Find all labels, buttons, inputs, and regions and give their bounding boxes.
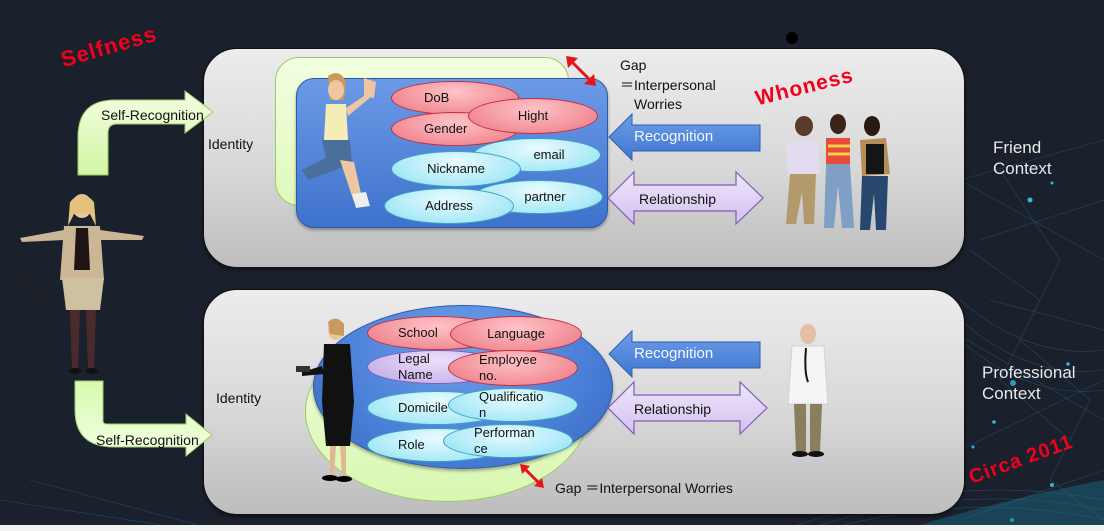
bullet-dot [786, 32, 798, 44]
attribute-oval-address: Address [384, 188, 514, 224]
recognition-arrow-top [608, 112, 761, 162]
professional-person-figure [296, 318, 354, 482]
friend-gap-line3: Worries [634, 96, 682, 112]
self-recognition-arrow-bottom [74, 380, 213, 458]
professional-identity-label: Identity [216, 390, 262, 406]
professional-context-label-line1: Professional [982, 363, 1076, 382]
self-recognition-label-bottom: Self-Recognition [96, 432, 199, 448]
entity-label-en: (Entity) [9, 290, 54, 306]
friends-group-figure [786, 114, 890, 230]
professional-gap-label: Gap ＝Interpersonal Worries [555, 480, 733, 496]
gap-arrow-icon-top [566, 56, 596, 86]
recognition-label-bottom: Recognition [634, 345, 714, 362]
recognition-label-top: Recognition [634, 128, 714, 145]
gap-arrow-icon-bottom [520, 464, 544, 488]
friend-gap-line2: ＝Interpersonal [620, 77, 716, 93]
entity-person-figure [20, 194, 144, 374]
professional-context-label-line2: Context [982, 384, 1041, 403]
attribute-oval-hight: Hight [468, 98, 598, 134]
friend-gap-line1: Gap [620, 57, 647, 73]
entity-label-jp: 実体 [9, 269, 37, 285]
relationship-label-top: Relationship [639, 191, 717, 207]
attribute-oval-language: Language [450, 316, 582, 352]
recognition-arrow-bottom [608, 329, 761, 379]
friend-person-figure [302, 73, 376, 208]
friend-identity-label: Identity [208, 136, 254, 152]
relationship-label-bottom: Relationship [634, 401, 712, 417]
relationship-arrow-bottom [607, 380, 768, 436]
relationship-arrow-top [607, 170, 764, 226]
attribute-oval-nickname: Nickname [391, 151, 521, 187]
doctor-figure [787, 324, 829, 457]
friend-context-label-line2: Context [993, 159, 1052, 178]
self-recognition-label-top: Self-Recognition [101, 107, 204, 123]
bottom-strip [0, 525, 1104, 531]
self-recognition-arrow-top [77, 90, 214, 176]
friend-context-label-line1: Friend [993, 138, 1042, 157]
